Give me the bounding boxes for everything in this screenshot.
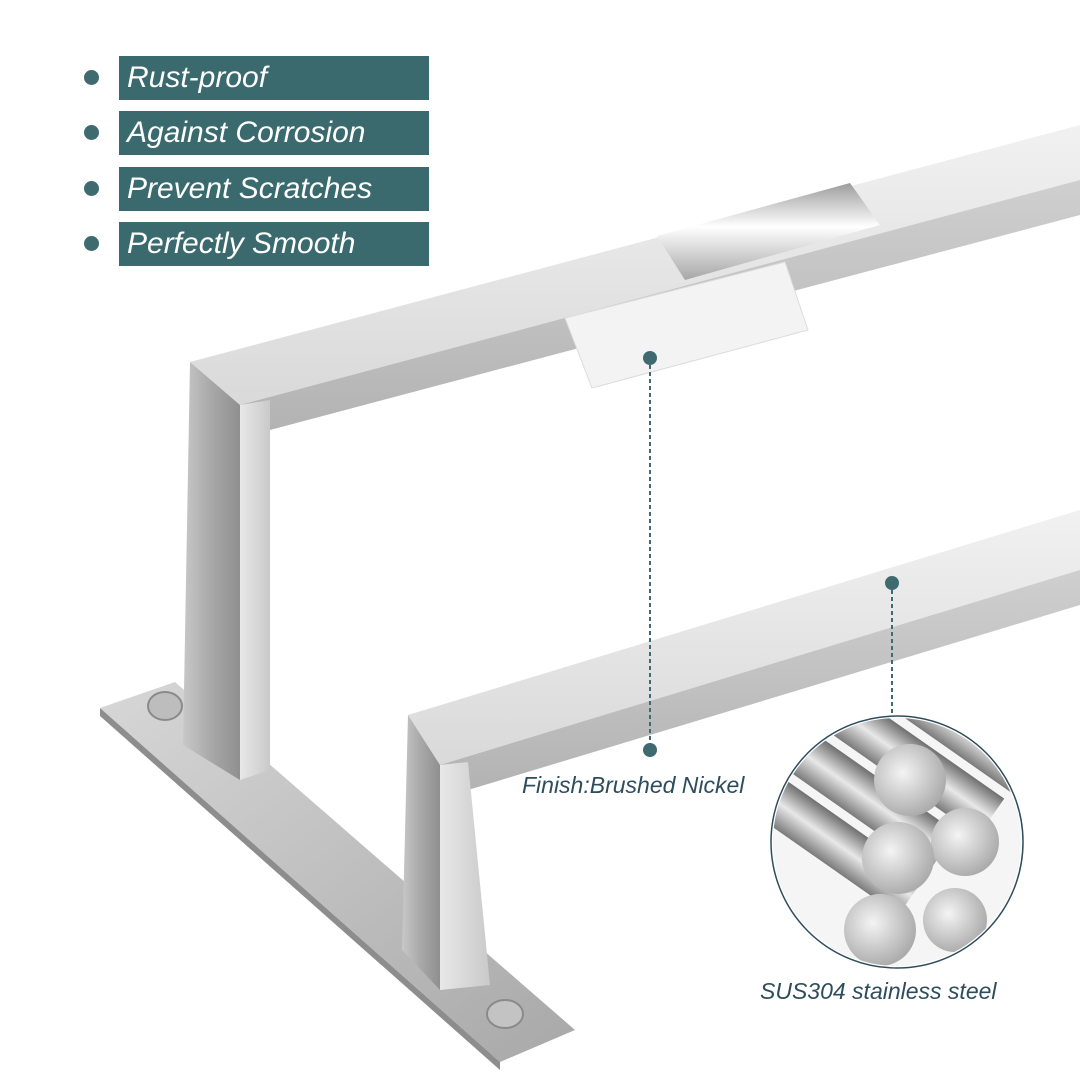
feature-label: Perfectly Smooth bbox=[119, 222, 429, 266]
feature-item-prevent-scratches: Prevent Scratches bbox=[80, 167, 440, 211]
finish-callout-pointer bbox=[643, 351, 657, 757]
feature-item-against-corrosion: Against Corrosion bbox=[80, 111, 440, 155]
bullet-icon bbox=[84, 236, 99, 251]
bullet-icon bbox=[84, 125, 99, 140]
upper-bar bbox=[183, 125, 1080, 780]
bullet-icon bbox=[84, 181, 99, 196]
feature-label: Against Corrosion bbox=[119, 111, 429, 155]
finish-label: Finish:Brushed Nickel bbox=[522, 772, 745, 798]
feature-label: Prevent Scratches bbox=[119, 167, 429, 211]
feature-item-rust-proof: Rust-proof bbox=[80, 56, 440, 100]
material-callout-pointer bbox=[885, 576, 899, 718]
bullet-icon bbox=[84, 70, 99, 85]
lower-bar bbox=[402, 510, 1080, 990]
material-label: SUS304 stainless steel bbox=[760, 978, 997, 1004]
feature-label: Rust-proof bbox=[119, 56, 429, 100]
feature-item-perfectly-smooth: Perfectly Smooth bbox=[80, 222, 440, 266]
